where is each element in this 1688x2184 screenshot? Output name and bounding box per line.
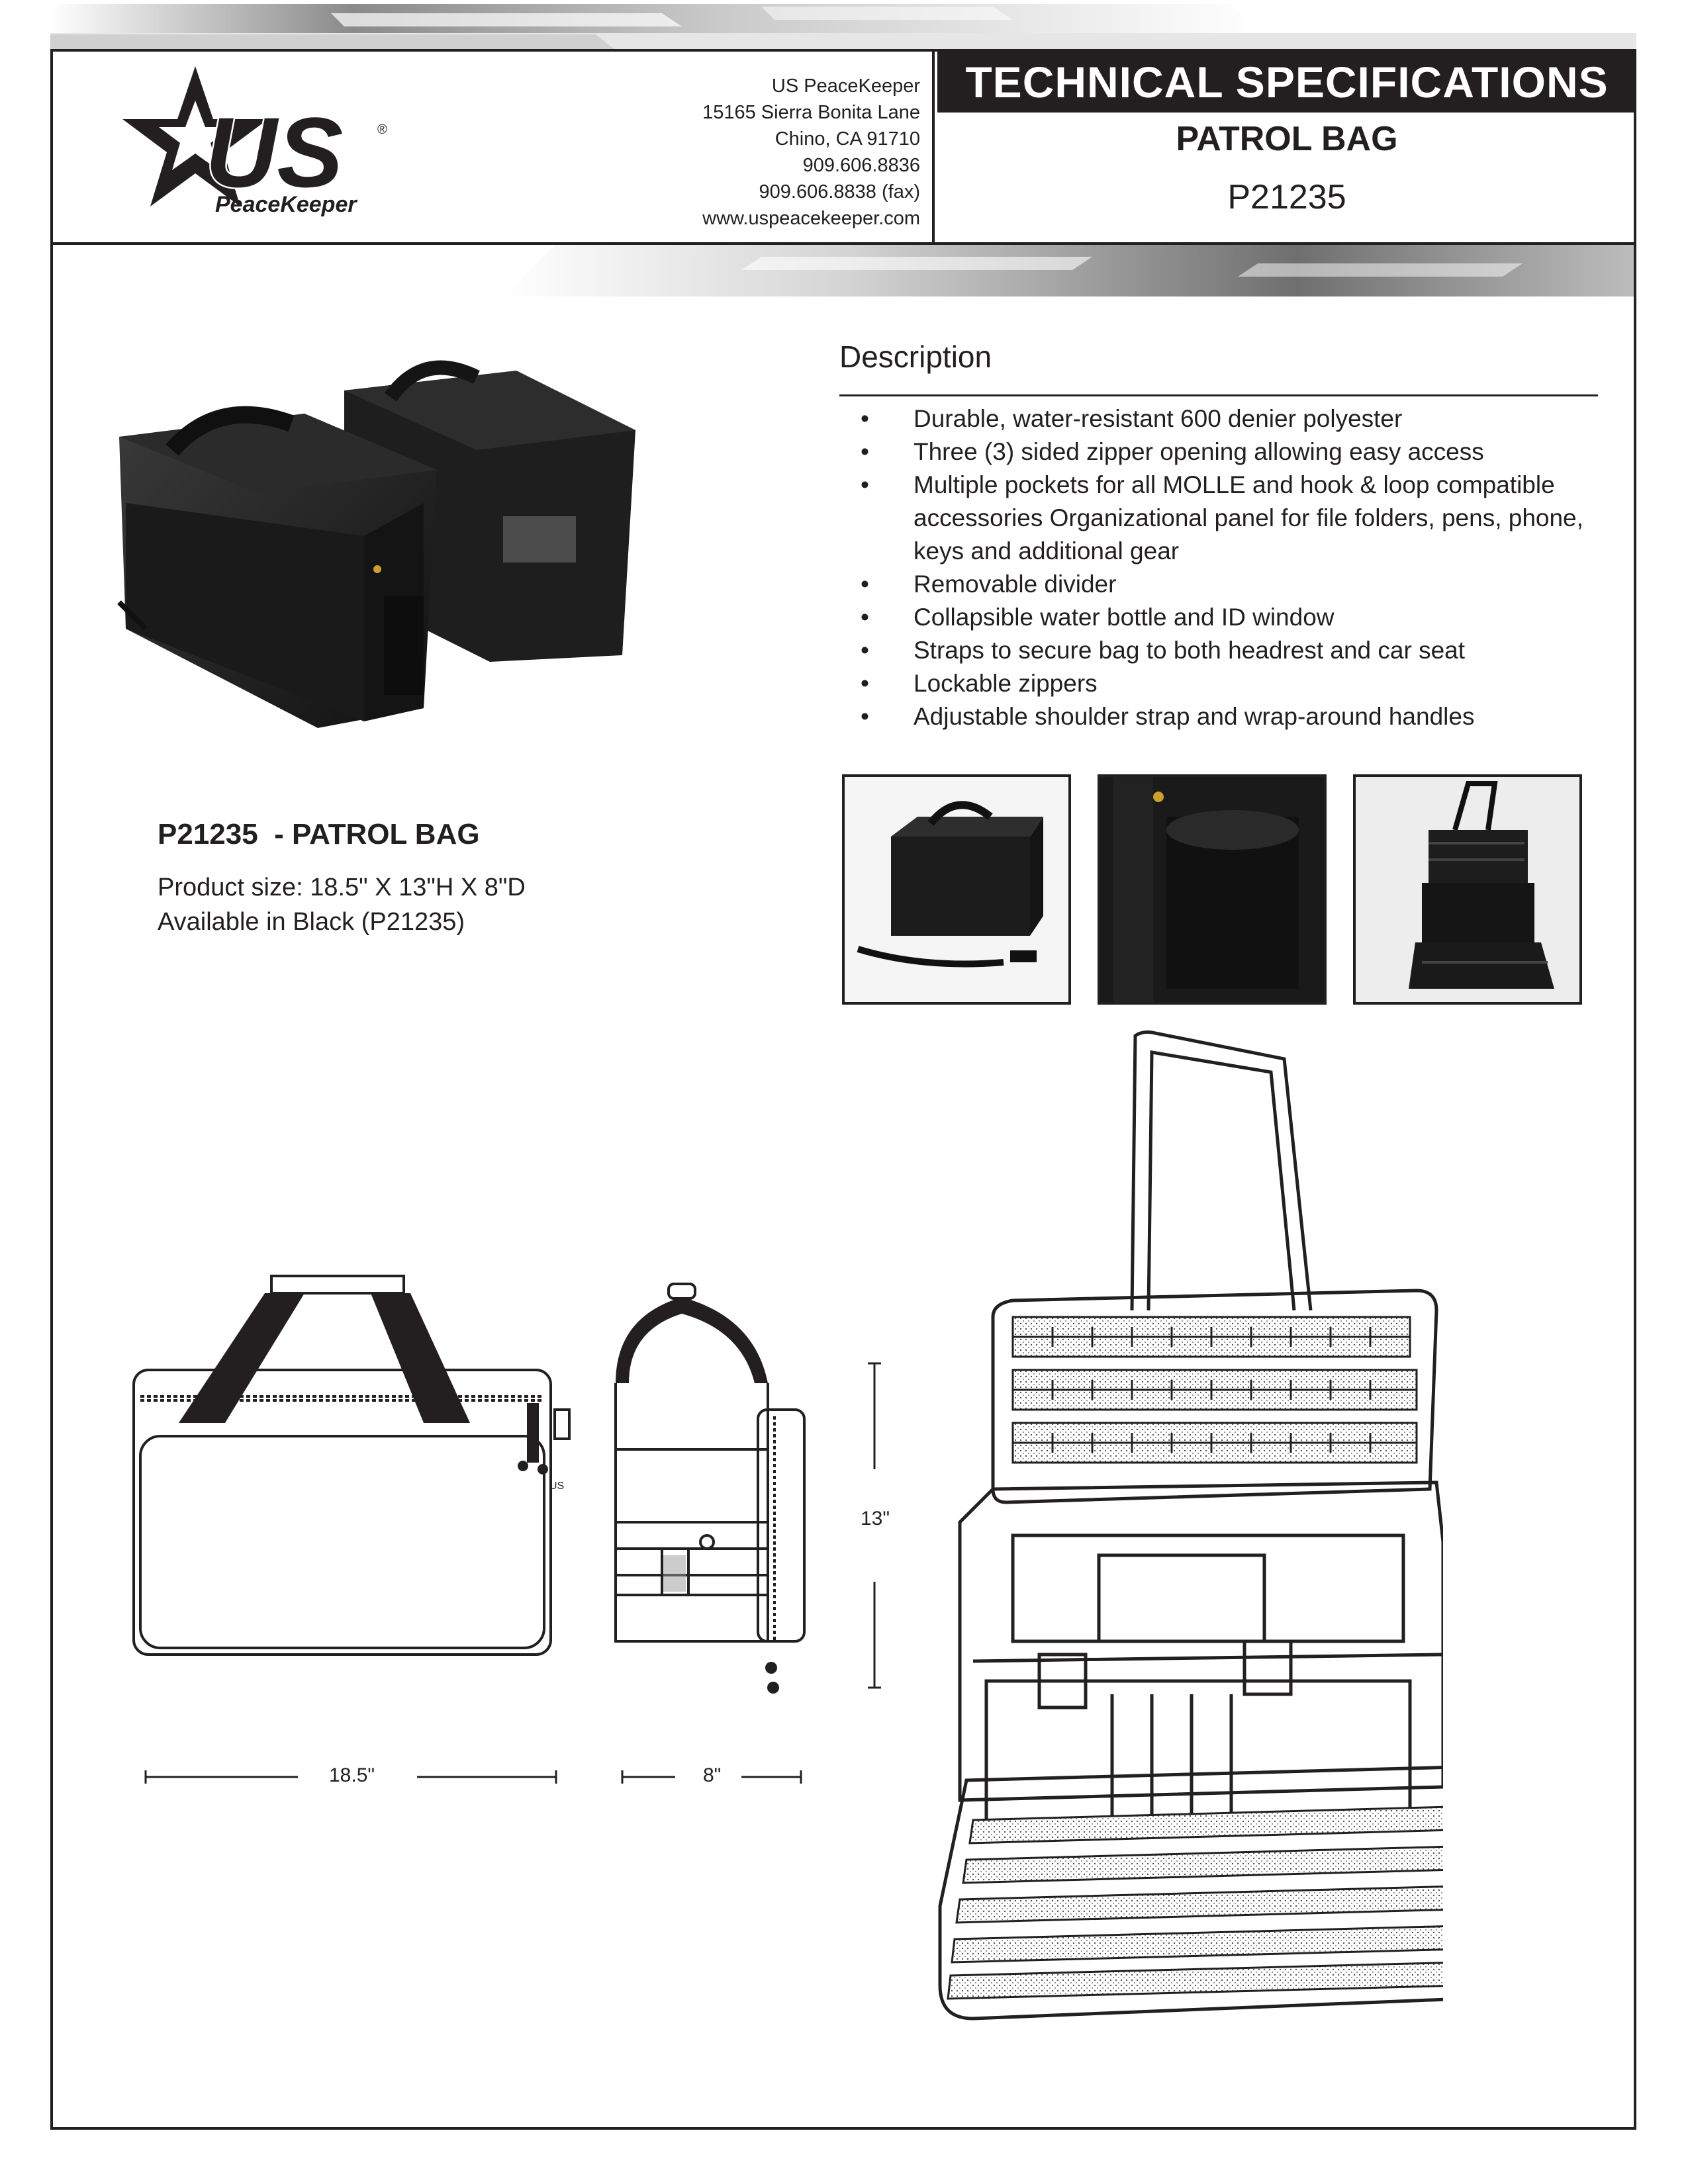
page-frame [50, 49, 1636, 2130]
company-street: 15165 Sierra Bonita Lane [702, 102, 920, 123]
height-dimension-label: 13" [861, 1508, 890, 1529]
product-title: P21235 - PATROL BAG [158, 818, 480, 850]
open-bag-drawing [938, 1030, 1443, 2021]
logo-registered: ® [377, 122, 387, 137]
logo-text: US [205, 97, 343, 208]
us-peacekeeper-logo: US PeaceKeeper ® [122, 66, 387, 217]
description-bullet: Durable, water-resistant 600 denier poly… [861, 402, 1602, 435]
width-dimension-label: 18.5" [329, 1764, 375, 1786]
company-address: US PeaceKeeper 15165 Sierra Bonita Lane … [702, 73, 920, 232]
description-bullet: Multiple pockets for all MOLLE and hook … [861, 469, 1602, 568]
product-availability: Available in Black (P21235) [158, 908, 465, 936]
side-view-drawing [614, 1283, 806, 1694]
description-bullet: Removable divider [861, 568, 1602, 601]
thumbnail-open-bag[interactable] [1353, 774, 1582, 1005]
company-city: Chino, CA 91710 [774, 128, 920, 150]
header-divider [50, 242, 1636, 245]
technical-specifications-title: TECHNICAL SPECIFICATIONS [937, 52, 1636, 113]
depth-dimension-label: 8" [703, 1764, 722, 1786]
description-bullet: Adjustable shoulder strap and wrap-aroun… [861, 700, 1602, 733]
product-code: P21235 [1227, 178, 1346, 216]
thumbnail-bag-with-strap[interactable] [842, 774, 1071, 1005]
company-fax: 909.606.8838 (fax) [759, 181, 920, 203]
description-rule [839, 394, 1598, 396]
header-stripes-bottom [503, 244, 1636, 296]
height-dimension-line [868, 1362, 881, 1689]
front-view-drawing: US [132, 1275, 571, 1656]
description-bullet: Lockable zippers [861, 667, 1602, 700]
description-list: Durable, water-resistant 600 denier poly… [861, 402, 1602, 733]
company-phone: 909.606.8836 [802, 155, 920, 176]
description-bullet: Collapsible water bottle and ID window [861, 601, 1602, 634]
product-name: PATROL BAG [1176, 120, 1398, 158]
product-photo [117, 360, 635, 728]
header-stripes-top [50, 4, 1636, 52]
logo-subtext: PeaceKeeper [215, 192, 357, 217]
company-website[interactable]: www.uspeacekeeper.com [702, 208, 920, 229]
width-dimension-line [144, 1770, 557, 1784]
company-name: US PeaceKeeper [771, 75, 920, 97]
thumbnail-side-pocket[interactable] [1098, 774, 1327, 1005]
description-heading: Description [839, 340, 992, 374]
header-separator [932, 52, 935, 244]
product-size: Product size: 18.5" X 13"H X 8"D [158, 874, 526, 901]
svg-text:US: US [549, 1480, 564, 1492]
description-bullet: Straps to secure bag to both headrest an… [861, 634, 1602, 667]
description-bullet: Three (3) sided zipper opening allowing … [861, 435, 1602, 469]
depth-dimension-line [621, 1770, 802, 1784]
